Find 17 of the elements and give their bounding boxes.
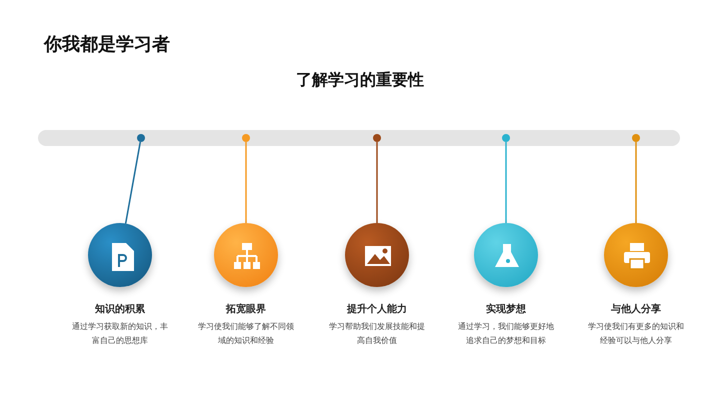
slide-title: 你我都是学习者	[44, 33, 170, 56]
connector-line	[635, 142, 637, 223]
step-description: 通过学习获取新的知识，丰富自己的思想库	[71, 321, 169, 347]
step-description: 通过学习，我们能够更好地追求自己的梦想和目标	[457, 321, 555, 347]
step-description: 学习帮助我们发展技能和提高自我价值	[328, 321, 426, 347]
step-heading: 实现梦想	[486, 302, 526, 316]
step-heading: 与他人分享	[611, 302, 661, 316]
connector-line	[124, 142, 142, 224]
connector-line	[376, 142, 378, 223]
step-heading: 提升个人能力	[347, 302, 407, 316]
step-heading: 知识的积累	[95, 302, 145, 316]
connector-line	[245, 142, 247, 223]
step-description: 学习使我们有更多的知识和经验可以与他人分享	[587, 321, 685, 347]
connector-line	[505, 142, 507, 223]
subtitle: 了解学习的重要性	[295, 70, 425, 91]
step-description: 学习使我们能够了解不同领域的知识和经验	[197, 321, 295, 347]
step-heading: 拓宽眼界	[226, 302, 266, 316]
